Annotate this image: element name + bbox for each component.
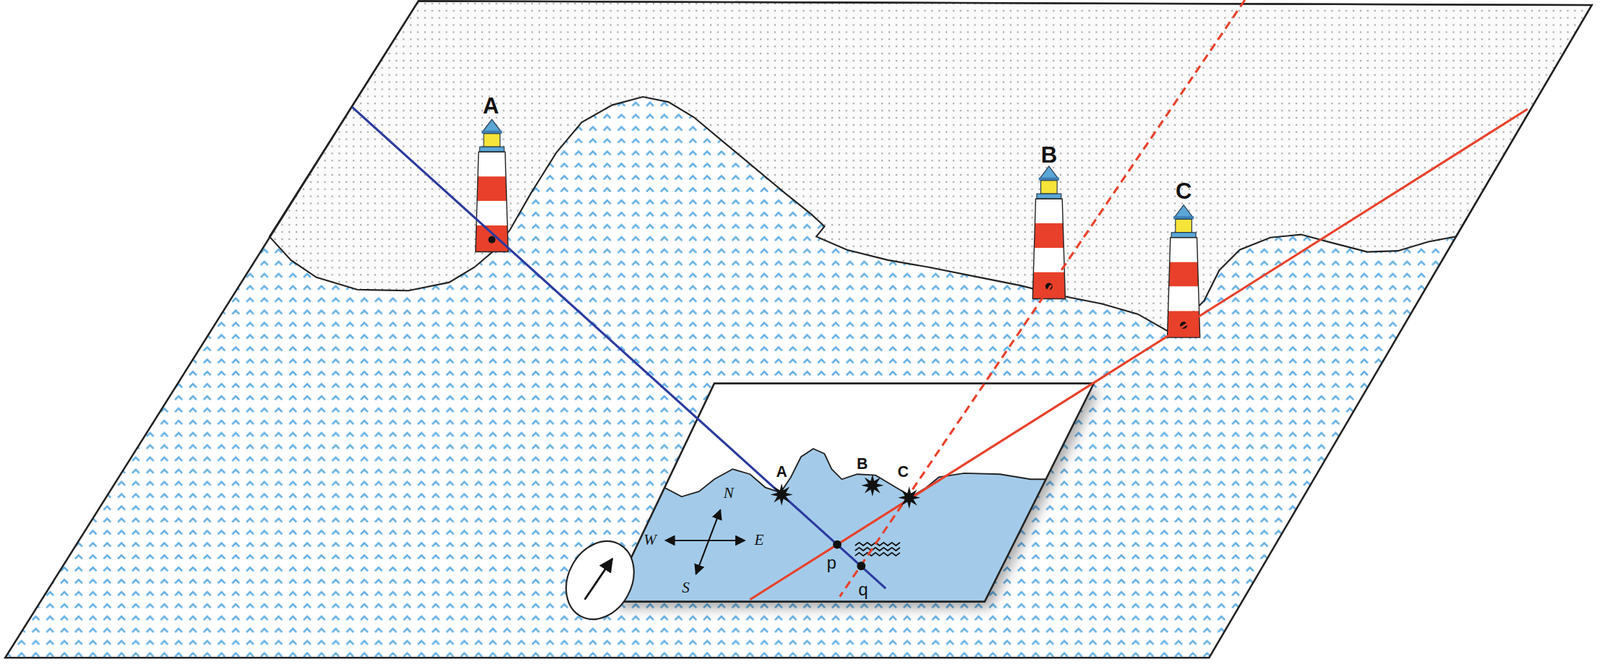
landscape-border (5, 0, 1592, 658)
chart-landmark-b (861, 474, 884, 497)
sea-chart (610, 377, 1102, 602)
compass-letter: N (722, 485, 736, 503)
bearing-line-b (840, 0, 1246, 598)
compass-rose (665, 540, 745, 542)
lighthouse-label: C (1174, 180, 1193, 204)
fix-point-q (856, 561, 866, 571)
fix-point-label: q (856, 580, 870, 600)
lighthouse-b (1032, 166, 1065, 299)
chart-landmark-c (897, 486, 921, 509)
compass-letter: W (642, 532, 658, 549)
bearing-line-a (352, 107, 886, 589)
lighthouse-label: A (481, 93, 501, 118)
lighthouse-label: B (1039, 143, 1059, 168)
land-area (269, 0, 1593, 332)
wave-symbol (855, 542, 901, 556)
compass-rose (696, 510, 721, 575)
fix-point-p (832, 540, 842, 550)
magnetic-compass (553, 529, 648, 632)
compass-letter: S (680, 580, 692, 598)
compass-letter: E (753, 532, 766, 549)
chart-landmark-label: A (774, 464, 789, 481)
bearing-line-c (749, 109, 1527, 601)
sea-area (5, 0, 1592, 658)
chart-landmark-label: B (855, 456, 870, 473)
chart-landmark-a (770, 483, 794, 507)
chart-landmark-label: C (895, 464, 910, 481)
fix-point-label: p (825, 553, 838, 573)
